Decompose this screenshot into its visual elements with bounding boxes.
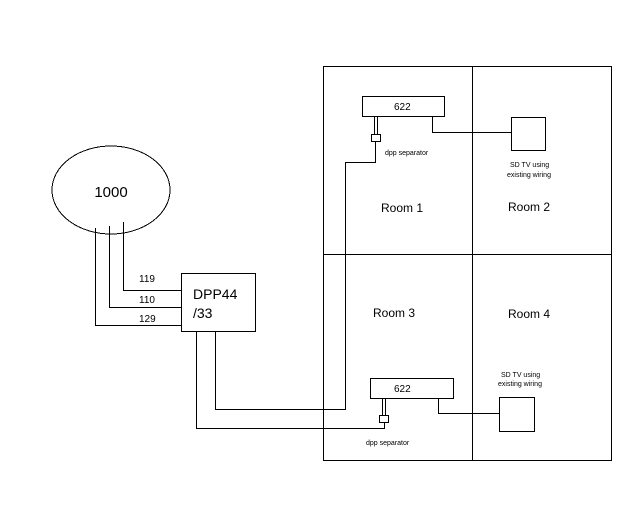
separator-bottom (379, 399, 389, 423)
receiver-bottom: 622 (370, 378, 454, 399)
room-label-4: Room 4 (508, 307, 550, 321)
receiver-bottom-to-tv-cable (438, 399, 499, 414)
dish-to-switch-cables (95, 222, 181, 326)
tv-bottom-label-line1: SD TV using (501, 372, 540, 379)
separator-bottom-label: dpp separator (366, 440, 410, 447)
receiver-top: 622 (362, 96, 445, 117)
switch-to-room1-cable (215, 142, 376, 410)
lnb-port-label: 110 (139, 295, 155, 306)
dish: 1000 (51, 145, 171, 235)
switch-label-line1: DPP44 (193, 286, 238, 302)
room-label-1: Room 1 (381, 201, 423, 215)
switch-to-room3-cable (196, 332, 385, 429)
switch-label-line2: /33 (193, 305, 213, 321)
room-label-3: Room 3 (373, 306, 415, 320)
tv-top-label-line2: existing wiring (507, 172, 551, 179)
dish-label: 1000 (94, 184, 127, 201)
separator-top (371, 117, 381, 142)
separator-top-label: dpp separator (385, 150, 429, 157)
room-label-2: Room 2 (508, 200, 550, 214)
receiver-bottom-label: 622 (394, 384, 411, 395)
tv-bottom (499, 397, 535, 432)
tv-top (511, 117, 546, 151)
dpp-switch: DPP44 /33 (181, 273, 256, 332)
receiver-top-label: 622 (394, 102, 411, 113)
room-grid (323, 66, 612, 461)
tv-top-label-line1: SD TV using (510, 162, 549, 169)
lnb-port-label: 129 (139, 314, 156, 325)
tv-bottom-label-line2: existing wiring (498, 381, 542, 388)
receiver-top-to-tv-cable (432, 117, 511, 133)
lnb-port-label: 119 (139, 274, 155, 285)
